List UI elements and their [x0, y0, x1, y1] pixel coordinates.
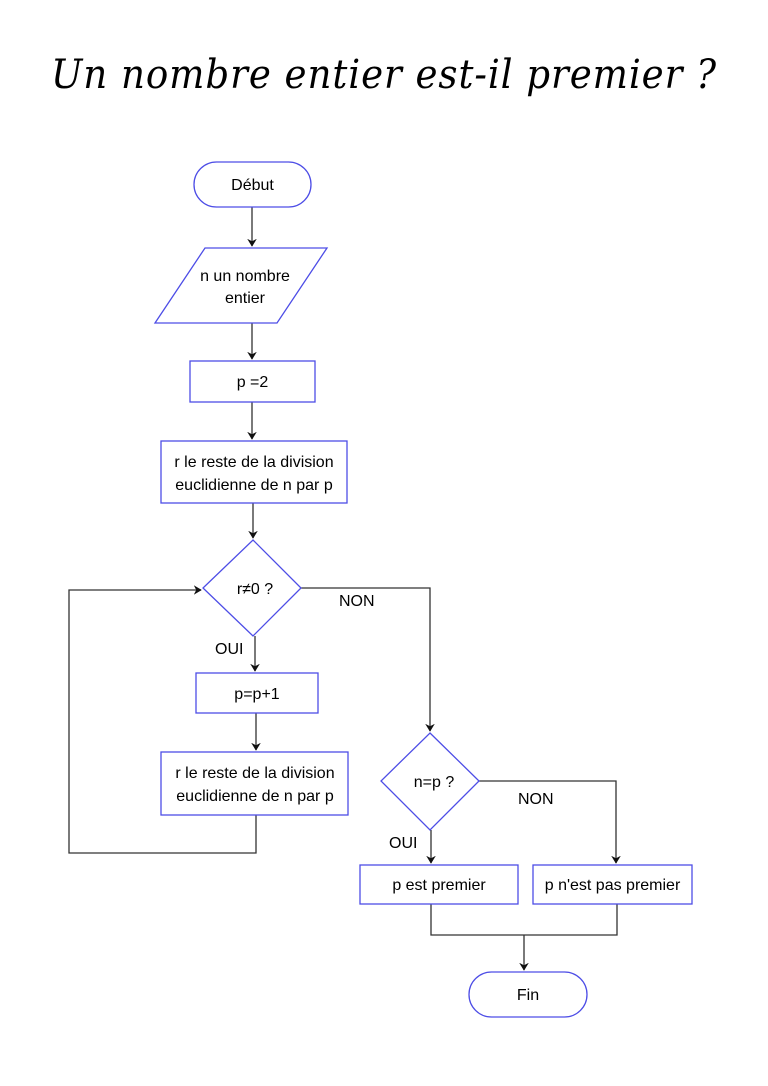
edge-label-r-yes: OUI: [215, 641, 243, 658]
end-label: Fin: [517, 987, 539, 1004]
node-input: n un nombre entier: [153, 247, 329, 324]
start-label: Début: [231, 177, 274, 194]
init-p-label: p =2: [237, 374, 269, 391]
edge-decision-no-to-np: [301, 587, 435, 732]
remainder2-line1: r le reste de la division: [175, 765, 334, 782]
input-shape: [153, 247, 329, 324]
terminal-shape: [193, 161, 312, 208]
node-decision-np: n=p ?: [380, 732, 480, 831]
process-shape: [189, 360, 316, 403]
increment-label: p=p+1: [234, 686, 279, 703]
node-end: Fin: [468, 971, 588, 1018]
node-not-prime: p n'est pas premier: [532, 864, 693, 905]
remainder1-line2: euclidienne de n par p: [175, 477, 333, 494]
process-shape: [532, 864, 693, 905]
edge-label-np-yes: OUI: [389, 835, 417, 852]
node-init-p: p =2: [189, 360, 316, 403]
decision-shape: [380, 732, 480, 831]
process-shape: [195, 672, 319, 714]
edges: [68, 207, 621, 971]
decision-shape: [202, 539, 302, 637]
diagram-title: Un nombre entier est-il premier ?: [51, 52, 717, 98]
node-remainder-1: r le reste de la division euclidienne de…: [160, 440, 348, 504]
process-shape: [359, 864, 519, 905]
process-shape: [160, 751, 349, 816]
edge-label-np-no: NON: [518, 791, 554, 808]
node-start: Début: [193, 161, 312, 208]
node-increment: p=p+1: [195, 672, 319, 714]
input-label-line1: n un nombre: [200, 268, 290, 285]
is-prime-label: p est premier: [392, 877, 486, 894]
edge-label-r-no: NON: [339, 593, 375, 610]
node-is-prime: p est premier: [359, 864, 519, 905]
remainder1-line1: r le reste de la division: [174, 454, 333, 471]
remainder2-line2: euclidienne de n par p: [176, 788, 334, 805]
not-prime-label: p n'est pas premier: [545, 877, 681, 894]
process-shape: [160, 440, 348, 504]
edge-loop-back: [68, 585, 257, 854]
input-label-line2: entier: [225, 290, 266, 307]
node-decision-r: r≠0 ?: [202, 539, 302, 637]
decision-r-label: r≠0 ?: [237, 581, 273, 598]
decision-np-label: n=p ?: [414, 774, 455, 791]
edge-np-no-to-not-prime: [479, 780, 621, 864]
edge-merge: [430, 904, 618, 936]
terminal-shape: [468, 971, 588, 1018]
node-remainder-2: r le reste de la division euclidienne de…: [160, 751, 349, 816]
